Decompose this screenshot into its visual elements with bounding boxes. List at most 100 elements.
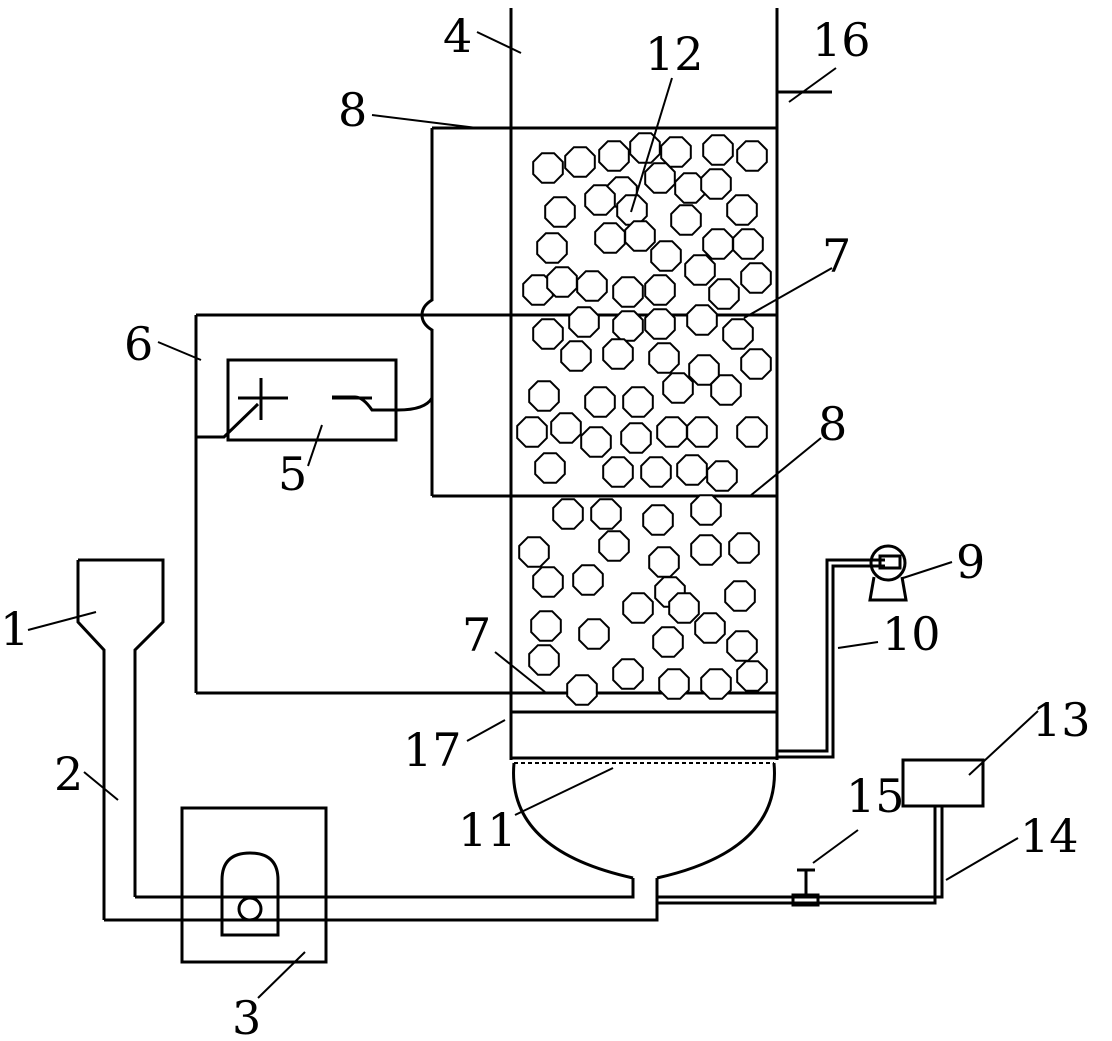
- packing-particle: [624, 220, 656, 252]
- packing-particle: [530, 610, 562, 642]
- packing-particle: [688, 354, 720, 386]
- callout-17: 17: [403, 723, 462, 777]
- leader-7a: [743, 267, 833, 319]
- packing-particle: [728, 532, 760, 564]
- callout-12: 12: [645, 27, 704, 81]
- callout-10: 10: [882, 607, 941, 661]
- packing-particle: [684, 254, 716, 286]
- callout-4: 4: [443, 9, 472, 63]
- packing-particle: [568, 306, 600, 338]
- pump-impeller-icon: [237, 896, 263, 922]
- packing-particle: [700, 168, 732, 200]
- plus-icon: [238, 378, 288, 420]
- callout-8b: 8: [818, 397, 847, 451]
- leader-17: [466, 719, 506, 742]
- packing-particles: [516, 132, 772, 706]
- packing-particle: [576, 270, 608, 302]
- pump-body: [220, 851, 280, 937]
- leader-12: [630, 77, 673, 213]
- packing-particle: [580, 426, 612, 458]
- packing-particle: [532, 152, 564, 184]
- packing-particle: [584, 184, 616, 216]
- packing-particle: [534, 452, 566, 484]
- packing-particle: [566, 674, 598, 706]
- callout-7a: 7: [822, 229, 851, 283]
- blower-9-base: [868, 576, 908, 602]
- packing-particle: [722, 318, 754, 350]
- packing-particle: [590, 498, 622, 530]
- packing-particle: [658, 668, 690, 700]
- packing-particle: [700, 668, 732, 700]
- packing-particle: [650, 240, 682, 272]
- packing-particle: [702, 228, 734, 260]
- dosing-pipe-14: [657, 806, 944, 905]
- packing-particle: [648, 342, 680, 374]
- packing-particle: [629, 132, 661, 164]
- callout-2: 2: [54, 747, 83, 801]
- leader-13: [968, 710, 1039, 776]
- packing-particle: [518, 536, 550, 568]
- tank-13: [901, 758, 985, 808]
- callout-5: 5: [278, 447, 307, 501]
- leader-15: [812, 829, 859, 864]
- callout-15: 15: [846, 769, 905, 823]
- packing-particle: [736, 416, 768, 448]
- packing-particle: [676, 454, 708, 486]
- packing-particle: [622, 592, 654, 624]
- packing-particle: [726, 194, 758, 226]
- packing-particle: [690, 534, 722, 566]
- valve-15: [791, 868, 820, 907]
- packing-particle: [536, 232, 568, 264]
- leader-7b: [494, 651, 546, 693]
- callout-9: 9: [956, 535, 985, 589]
- packing-particle: [584, 386, 616, 418]
- feed-hopper: [76, 558, 165, 920]
- packing-particle: [578, 618, 610, 650]
- packing-particle: [612, 310, 644, 342]
- air-pipe-10: [777, 564, 885, 759]
- pump-housing: [180, 806, 328, 964]
- packing-particle: [598, 140, 630, 172]
- leader-3: [257, 951, 306, 999]
- packing-particle: [702, 134, 734, 166]
- callout-14: 14: [1020, 809, 1079, 863]
- packing-particle: [622, 386, 654, 418]
- packing-particle: [660, 136, 692, 168]
- packing-particle: [726, 630, 758, 662]
- packing-particle: [544, 196, 576, 228]
- callout-3: 3: [232, 991, 261, 1041]
- packing-particle: [656, 416, 688, 448]
- packing-particle: [612, 276, 644, 308]
- packing-particle: [640, 456, 672, 488]
- packing-particle: [602, 456, 634, 488]
- packing-particle: [736, 660, 768, 692]
- packing-particle: [564, 146, 596, 178]
- packing-particle: [732, 228, 764, 260]
- leader-10: [837, 641, 879, 649]
- packing-particle: [686, 416, 718, 448]
- leader-2: [83, 771, 119, 801]
- packing-particle: [740, 262, 772, 294]
- packing-particle: [612, 658, 644, 690]
- wire-6-to-power: [196, 402, 260, 439]
- leader-5: [307, 424, 323, 467]
- leader-1: [27, 611, 97, 631]
- leader-14: [945, 837, 1019, 881]
- feed-pipe-lower: [104, 878, 659, 922]
- packing-particle: [546, 266, 578, 298]
- packing-particle: [642, 504, 674, 536]
- leader-9: [902, 561, 953, 579]
- packing-particle: [532, 566, 564, 598]
- packing-particle: [620, 422, 652, 454]
- packing-particle: [516, 416, 548, 448]
- reactor-bottom-dome: [512, 762, 776, 880]
- packing-particle: [710, 374, 742, 406]
- callout-16: 16: [812, 13, 871, 67]
- callout-7b: 7: [462, 608, 491, 662]
- packing-particle: [644, 162, 676, 194]
- packing-particle: [644, 308, 676, 340]
- packing-particle: [662, 372, 694, 404]
- packing-particle: [602, 338, 634, 370]
- callout-13: 13: [1032, 693, 1091, 747]
